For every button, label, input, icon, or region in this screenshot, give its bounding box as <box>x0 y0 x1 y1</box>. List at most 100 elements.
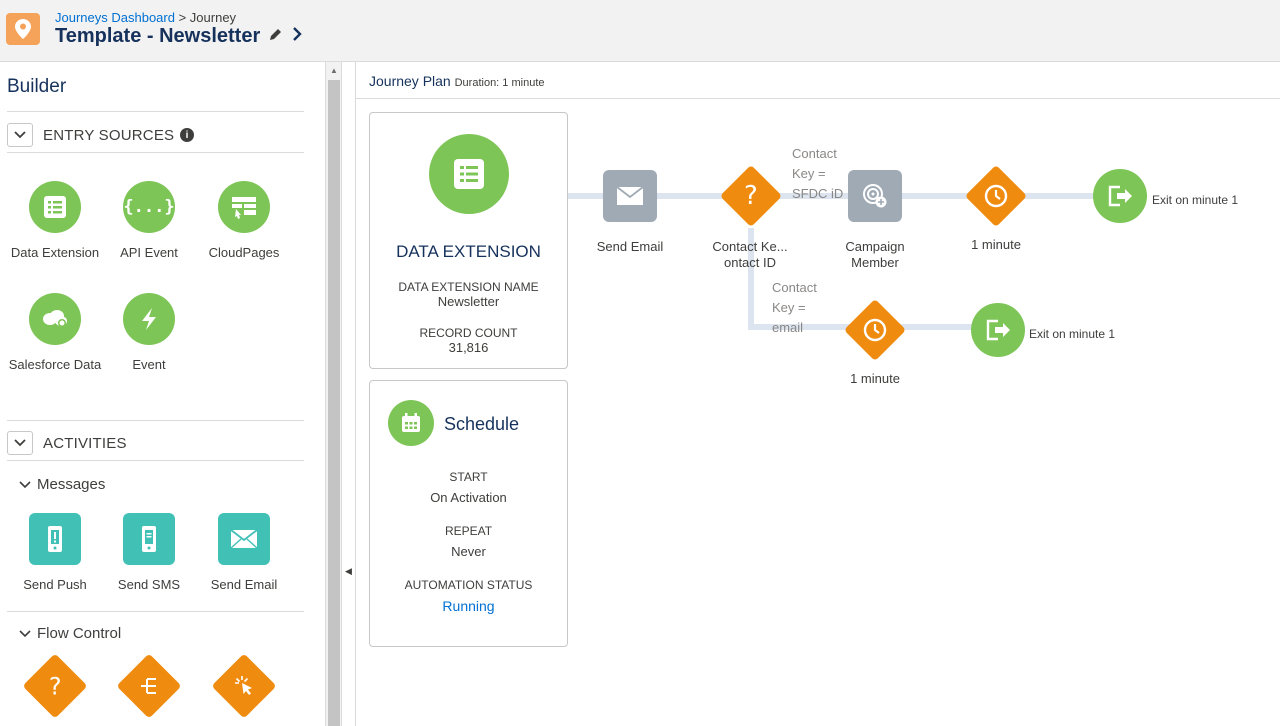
page-header: Journeys Dashboard > Journey Template - … <box>0 0 1280 62</box>
branch-2-label: Contact Key = email <box>772 278 817 338</box>
entry-sources-toggle[interactable] <box>7 123 33 147</box>
decision-label-line2: ontact ID <box>723 255 777 270</box>
flow-control-group-toggle[interactable]: Flow Control <box>19 625 121 642</box>
decision-label-line1: Contact Ke... <box>712 239 788 254</box>
divider <box>7 420 304 421</box>
entry-source-api-event[interactable]: {...} API Event <box>101 181 197 262</box>
decision-split-label: Contact Ke... ontact ID <box>700 239 800 271</box>
send-email-node[interactable] <box>603 170 657 222</box>
tile-label: Send SMS <box>117 577 181 592</box>
breadcrumb-journeys-dashboard[interactable]: Journeys Dashboard <box>55 10 175 25</box>
de-name-label: DATA EXTENSION NAME <box>398 280 539 294</box>
automation-status-label: AUTOMATION STATUS <box>404 578 533 592</box>
chevron-down-icon <box>19 480 31 488</box>
journey-plan-title: Journey Plan Duration: 1 minute <box>369 73 545 89</box>
exit-node-1[interactable] <box>1093 169 1147 223</box>
chevron-down-icon <box>14 131 26 139</box>
builder-panel: Builder ENTRY SOURCES i Data Extension {… <box>0 62 326 726</box>
campaign-member-node[interactable] <box>848 170 902 222</box>
info-icon[interactable]: i <box>180 128 194 142</box>
tile-label: API Event <box>120 245 178 260</box>
salesforce-cloud-icon <box>29 293 81 345</box>
divider <box>7 460 304 461</box>
campaign-label-line1: Campaign <box>845 239 905 254</box>
chevron-down-icon <box>19 629 31 637</box>
flow-decision-split[interactable]: ? <box>7 653 103 719</box>
entry-source-cloudpages[interactable]: CloudPages <box>196 181 292 262</box>
divider <box>7 152 304 153</box>
clock-icon <box>984 184 1008 208</box>
exit-2-label: Exit on minute 1 <box>1029 327 1116 341</box>
exit-1-label: Exit on minute 1 <box>1152 193 1239 207</box>
tile-label: Data Extension <box>10 245 100 260</box>
wait-node-2[interactable] <box>843 298 907 362</box>
wait-2-label: 1 minute <box>850 371 900 386</box>
entry-source-card[interactable]: DATA EXTENSION DATA EXTENSION NAME Newsl… <box>369 112 568 369</box>
mobile-push-icon <box>29 513 81 565</box>
chevron-down-icon <box>14 439 26 447</box>
activity-send-sms[interactable]: Send SMS <box>101 513 197 594</box>
envelope-icon <box>218 513 270 565</box>
list-icon <box>428 134 509 214</box>
lightning-icon <box>123 293 175 345</box>
de-name-value: Newsletter <box>437 294 500 309</box>
entry-sources-label: ENTRY SOURCES <box>43 127 175 144</box>
tile-label: CloudPages <box>208 245 280 260</box>
activity-send-push[interactable]: Send Push <box>7 513 103 594</box>
record-count-label: RECORD COUNT <box>419 326 518 340</box>
breadcrumb: Journeys Dashboard > Journey <box>55 10 236 25</box>
flow-engagement-split[interactable] <box>196 653 292 719</box>
entry-source-event[interactable]: Event <box>101 293 197 374</box>
scroll-up-arrow-icon[interactable]: ▲ <box>330 66 338 75</box>
activities-toggle[interactable] <box>7 431 33 455</box>
branch-path-vertical <box>748 228 754 330</box>
pencil-icon[interactable] <box>268 27 283 47</box>
activities-label: ACTIVITIES <box>43 435 127 452</box>
target-plus-icon <box>863 184 887 208</box>
branch-1-line3: SFDC iD <box>792 186 844 201</box>
scroll-thumb[interactable] <box>328 80 340 726</box>
question-icon: ? <box>744 181 758 211</box>
cloudpages-icon <box>218 181 270 233</box>
entry-source-data-extension[interactable]: Data Extension <box>7 181 103 262</box>
clock-icon <box>863 318 887 342</box>
flow-random-split[interactable] <box>101 653 197 719</box>
exit-node-2[interactable] <box>971 303 1025 357</box>
envelope-icon <box>616 186 644 205</box>
decision-split-node[interactable]: ? <box>719 164 783 228</box>
schedule-card[interactable]: Schedule START On Activation REPEAT Neve… <box>369 380 568 647</box>
campaign-member-label: Campaign Member <box>830 239 920 271</box>
branch-1-label: Contact Key = SFDC iD <box>792 144 843 204</box>
record-count-value: 31,816 <box>448 340 489 355</box>
wait-node-1[interactable] <box>964 164 1028 228</box>
chevron-right-icon[interactable] <box>291 25 303 48</box>
builder-title: Builder <box>7 76 67 97</box>
braces-icon: {...} <box>123 181 175 233</box>
click-icon <box>211 653 277 719</box>
exit-icon <box>1108 185 1132 207</box>
plan-duration: Duration: 1 minute <box>454 77 545 89</box>
panel-collapse-handle[interactable]: ◀ <box>342 62 356 726</box>
messages-label: Messages <box>37 476 106 493</box>
tile-label: Send Push <box>23 577 87 592</box>
mobile-sms-icon <box>123 513 175 565</box>
branch-1-line2: Key = <box>792 166 826 181</box>
activity-send-email[interactable]: Send Email <box>196 513 292 594</box>
tile-label: Send Email <box>210 577 278 592</box>
tile-label: Salesforce Data <box>8 357 102 372</box>
automation-status-value[interactable]: Running <box>442 598 495 614</box>
exit-icon <box>986 319 1010 341</box>
list-icon <box>29 181 81 233</box>
divider <box>7 611 304 612</box>
collapse-left-arrow-icon[interactable]: ◀ <box>345 566 352 576</box>
repeat-value: Never <box>451 544 486 559</box>
entry-source-salesforce-data[interactable]: Salesforce Data <box>7 293 103 374</box>
branch-2-line1: Contact <box>772 280 817 295</box>
journey-plan-bar: Journey Plan Duration: 1 minute <box>356 62 1280 99</box>
location-pin-icon <box>6 13 40 45</box>
journey-canvas: Journey Plan Duration: 1 minute DATA EXT… <box>356 62 1280 726</box>
messages-group-toggle[interactable]: Messages <box>19 476 105 493</box>
builder-scrollbar[interactable]: ▲ <box>326 62 342 726</box>
plan-title-text: Journey Plan <box>369 73 451 89</box>
branch-2-line2: Key = <box>772 300 806 315</box>
